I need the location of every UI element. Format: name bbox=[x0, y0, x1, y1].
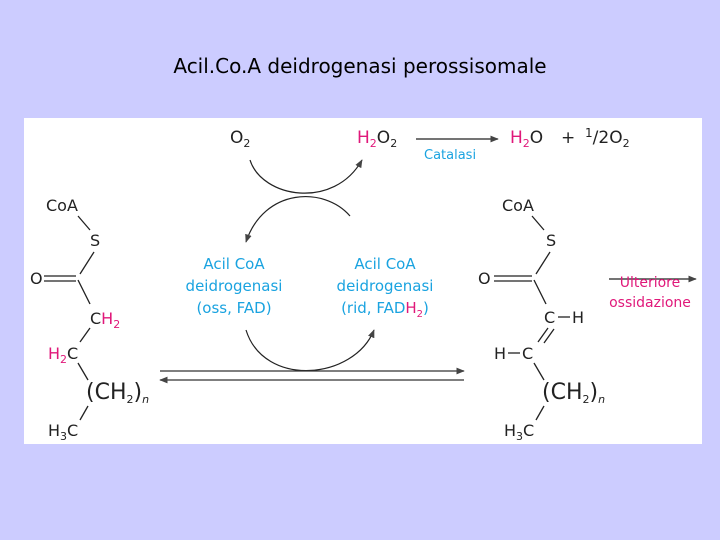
product-molecule: CoA S O C H H C (CH2)n H3C bbox=[478, 196, 605, 443]
h2o2-label: H2O2 bbox=[357, 128, 397, 150]
enzyme-right-line3: (rid, FADH2) bbox=[341, 299, 429, 320]
catalasi-label: Catalasi bbox=[424, 148, 476, 163]
lower-cycle-arrow bbox=[245, 329, 375, 372]
substrate-o: O bbox=[30, 269, 43, 288]
diagram-panel: O2 H2O2 Catalasi H2O + 1/2O2 Acil CoA de… bbox=[24, 118, 702, 444]
product-hc-c: C bbox=[522, 344, 533, 363]
upper-cycle-arrow bbox=[249, 159, 363, 194]
substrate-molecule: CoA S O CH2 H2C (CH2)n H3C bbox=[30, 196, 149, 443]
enzyme-left-line2: deidrogenasi bbox=[186, 277, 283, 295]
further-oxidation-line2: ossidazione bbox=[609, 295, 691, 311]
plus-sign: + bbox=[561, 128, 575, 148]
substrate-ch2n: (CH2)n bbox=[86, 380, 149, 406]
substrate-s: S bbox=[90, 231, 100, 250]
product-o: O bbox=[478, 269, 491, 288]
enzyme-right-line1: Acil CoA bbox=[354, 255, 416, 273]
further-oxidation-line1: Ulteriore bbox=[620, 275, 681, 291]
product-s: S bbox=[546, 231, 556, 250]
water-label: H2O bbox=[510, 128, 543, 150]
product-h3c: H3C bbox=[504, 421, 534, 443]
enzyme-left-line3: (oss, FAD) bbox=[196, 299, 271, 317]
o2-label: O2 bbox=[230, 128, 250, 150]
substrate-coa: CoA bbox=[46, 196, 78, 215]
product-ch2n: (CH2)n bbox=[542, 380, 605, 406]
reaction-diagram: O2 H2O2 Catalasi H2O + 1/2O2 Acil CoA de… bbox=[30, 126, 697, 443]
substrate-h3c: H3C bbox=[48, 421, 78, 443]
left-cycle-arrow bbox=[245, 196, 351, 243]
product-coa: CoA bbox=[502, 196, 534, 215]
product-hc-h: H bbox=[494, 344, 506, 363]
product-ch-c: C bbox=[544, 308, 555, 327]
substrate-h2c: H2C bbox=[48, 344, 78, 366]
enzyme-right-line2: deidrogenasi bbox=[337, 277, 434, 295]
substrate-ch2: CH2 bbox=[90, 309, 120, 331]
slide-title: Acil.Co.A deidrogenasi perossisomale bbox=[173, 54, 547, 78]
half-o2-label: 1/2O2 bbox=[585, 126, 630, 150]
enzyme-left-line1: Acil CoA bbox=[203, 255, 265, 273]
product-ch-h: H bbox=[572, 308, 584, 327]
